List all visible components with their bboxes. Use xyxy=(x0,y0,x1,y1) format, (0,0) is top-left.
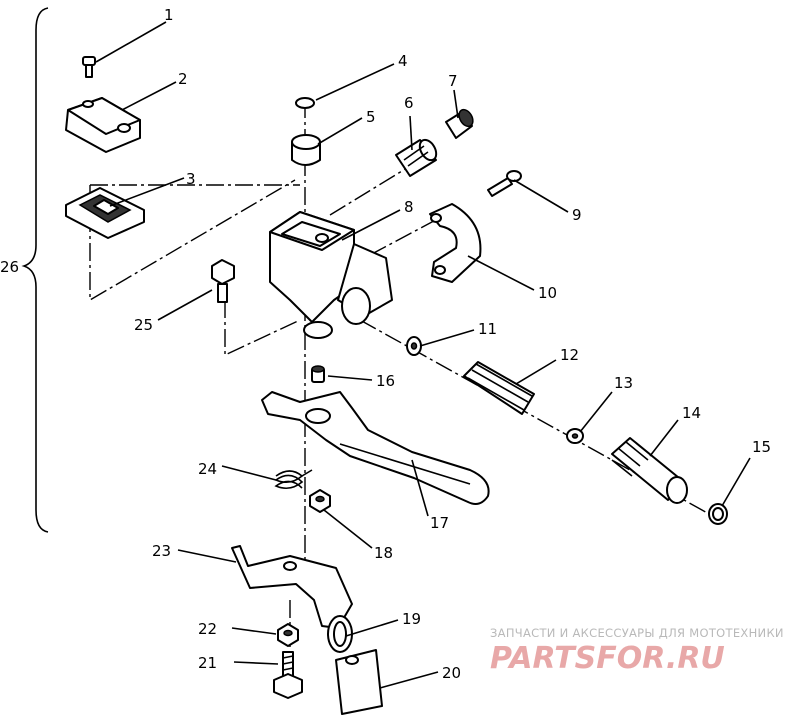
part-label-13: 13 xyxy=(614,374,633,392)
part-label-9: 9 xyxy=(572,206,582,224)
part-6-piston xyxy=(395,138,438,177)
part-label-12: 12 xyxy=(560,346,579,364)
watermark: ЗАПЧАСТИ И АКСЕССУАРЫ ДЛЯ МОТОТЕХНИКИ PA… xyxy=(490,626,784,676)
part-15-snap-ring xyxy=(708,503,728,525)
part-label-24: 24 xyxy=(198,460,217,478)
part-label-14: 14 xyxy=(682,404,701,422)
watermark-tagline: ЗАПЧАСТИ И АКСЕССУАРЫ ДЛЯ МОТОТЕХНИКИ xyxy=(490,626,784,640)
part-label-8: 8 xyxy=(404,198,414,216)
leader-lines xyxy=(95,21,751,689)
part-25-bolt xyxy=(211,259,235,303)
part-label-23: 23 xyxy=(152,542,171,560)
part-22-nut xyxy=(277,623,299,647)
part-16-pin xyxy=(311,365,325,383)
part-label-18: 18 xyxy=(374,544,393,562)
part-label-15: 15 xyxy=(752,438,771,456)
part-label-3: 3 xyxy=(186,170,196,188)
part-2-cover xyxy=(65,97,141,153)
part-7-seal xyxy=(445,108,474,139)
part-20-tag xyxy=(335,649,383,715)
part-12-boot xyxy=(463,361,535,415)
part-label-11: 11 xyxy=(478,320,497,338)
part-21-bolt xyxy=(273,651,303,699)
assembly-bracket xyxy=(21,7,49,533)
part-labels: 1 2 3 4 5 6 7 8 9 10 11 12 13 14 15 16 1… xyxy=(0,6,771,682)
part-9-screw xyxy=(487,170,522,197)
part-label-20: 20 xyxy=(442,664,461,682)
part-label-25: 25 xyxy=(134,316,153,334)
part-11-washer xyxy=(406,336,422,356)
part-label-4: 4 xyxy=(398,52,408,70)
part-23-bracket xyxy=(231,545,353,629)
part-label-16: 16 xyxy=(376,372,395,390)
part-10-clamp xyxy=(429,203,482,283)
part-18-nut xyxy=(309,489,331,513)
part-5-bushing xyxy=(291,134,321,166)
part-24-spring xyxy=(274,469,313,490)
part-label-5: 5 xyxy=(366,108,376,126)
part-14-spring xyxy=(611,437,688,504)
part-label-19: 19 xyxy=(402,610,421,628)
part-17-lever xyxy=(261,391,490,505)
part-label-10: 10 xyxy=(538,284,557,302)
part-label-1: 1 xyxy=(164,6,174,24)
part-label-21: 21 xyxy=(198,654,217,672)
part-13-washer xyxy=(566,428,584,444)
part-3-diaphragm xyxy=(65,187,145,239)
part-1-screw xyxy=(82,56,96,78)
part-label-6: 6 xyxy=(404,94,414,112)
part-label-2: 2 xyxy=(178,70,188,88)
watermark-logo: PARTSFOR.RU xyxy=(490,641,725,676)
part-4-washer xyxy=(295,97,315,109)
part-label-7: 7 xyxy=(448,72,458,90)
part-8-master-cylinder xyxy=(269,211,393,339)
part-label-22: 22 xyxy=(198,620,217,638)
part-label-26: 26 xyxy=(0,258,19,276)
part-19-ring xyxy=(327,615,353,653)
part-label-17: 17 xyxy=(430,514,449,532)
